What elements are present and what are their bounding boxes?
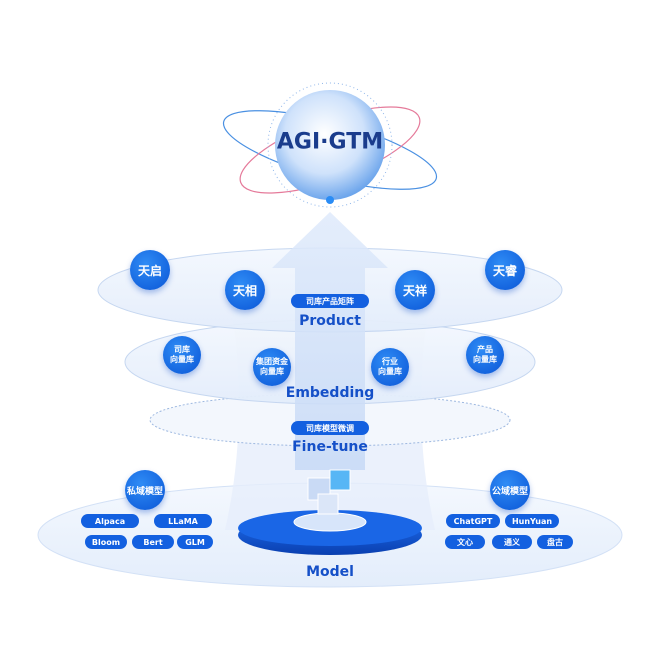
product-label: Product: [299, 313, 361, 329]
globe-glow-dot: [326, 196, 334, 204]
product-item: 天相: [225, 270, 265, 310]
main-title: AGI·GTM: [276, 129, 384, 155]
embedding-item: 行业向量库: [371, 348, 409, 386]
platform-pedestal: [293, 512, 367, 532]
embedding-label: Embedding: [285, 385, 375, 401]
public-model-item: 盘古: [537, 535, 573, 549]
embedding-item: 产品向量库: [466, 336, 504, 374]
product-item: 天祥: [395, 270, 435, 310]
globe: [275, 90, 385, 200]
private-model-badge: 私域模型: [125, 470, 165, 510]
embedding-item: 集团资金向量库: [253, 348, 291, 386]
finetune-label: Fine-tune: [292, 439, 368, 455]
public-model-item: 文心: [445, 535, 485, 549]
private-model-item: Bloom: [85, 535, 127, 549]
private-model-item: Alpaca: [81, 514, 139, 528]
upward-arrow: [272, 212, 388, 470]
model-label: Model: [306, 564, 354, 580]
public-model-item: HunYuan: [505, 514, 559, 528]
private-model-item: Bert: [132, 535, 174, 549]
public-model-badge: 公域模型: [490, 470, 530, 510]
embedding-item: 司库向量库: [163, 336, 201, 374]
product-pill: 司库产品矩阵: [291, 294, 369, 308]
product-item: 天启: [130, 250, 170, 290]
product-item: 天睿: [485, 250, 525, 290]
public-model-item: ChatGPT: [446, 514, 500, 528]
private-model-item: GLM: [177, 535, 213, 549]
public-model-item: 通义: [492, 535, 532, 549]
cube-icon: [307, 469, 351, 515]
finetune-pill: 司库模型微调: [291, 421, 369, 435]
private-model-item: LLaMA: [154, 514, 212, 528]
